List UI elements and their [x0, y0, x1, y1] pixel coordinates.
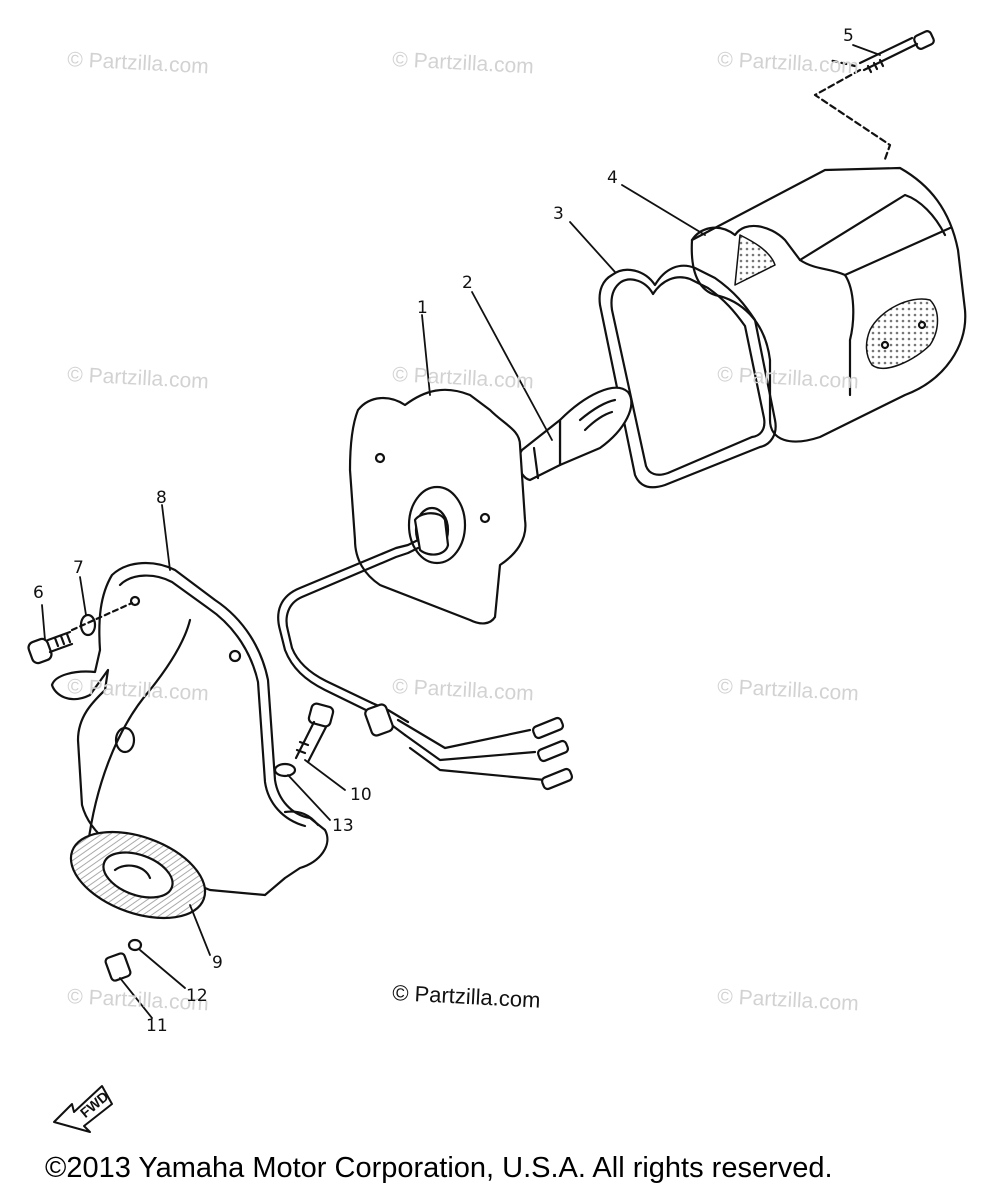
part-9-reflector [69, 830, 207, 920]
callout-7: 7 [73, 558, 84, 578]
callout-1: 1 [417, 298, 428, 318]
callout-11: 11 [146, 1016, 168, 1036]
part-2-bulb [517, 386, 633, 482]
fwd-arrow-icon: FWD [53, 1085, 113, 1133]
part-10-bolt [294, 702, 335, 764]
part-12-washer [127, 938, 143, 952]
part-13-washer [273, 762, 297, 778]
callout-9: 9 [212, 953, 223, 973]
callout-4: 4 [607, 168, 618, 188]
callout-3: 3 [553, 204, 564, 224]
part-1-socket-base [277, 388, 574, 791]
callout-10: 10 [350, 785, 372, 805]
callout-6: 6 [33, 583, 44, 603]
part-6-screw [27, 601, 134, 665]
callout-2: 2 [462, 273, 473, 293]
part-11-nut [104, 952, 132, 982]
leader-lines [41, 44, 881, 1019]
callout-13: 13 [332, 816, 354, 836]
callout-5: 5 [843, 26, 854, 46]
callout-8: 8 [156, 488, 167, 508]
part-7-washer [79, 613, 97, 637]
callout-12: 12 [186, 986, 208, 1006]
part-5-screw [813, 30, 935, 164]
copyright-notice: ©2013 Yamaha Motor Corporation, U.S.A. A… [45, 1152, 833, 1184]
part-4-lens-housing [690, 166, 967, 443]
